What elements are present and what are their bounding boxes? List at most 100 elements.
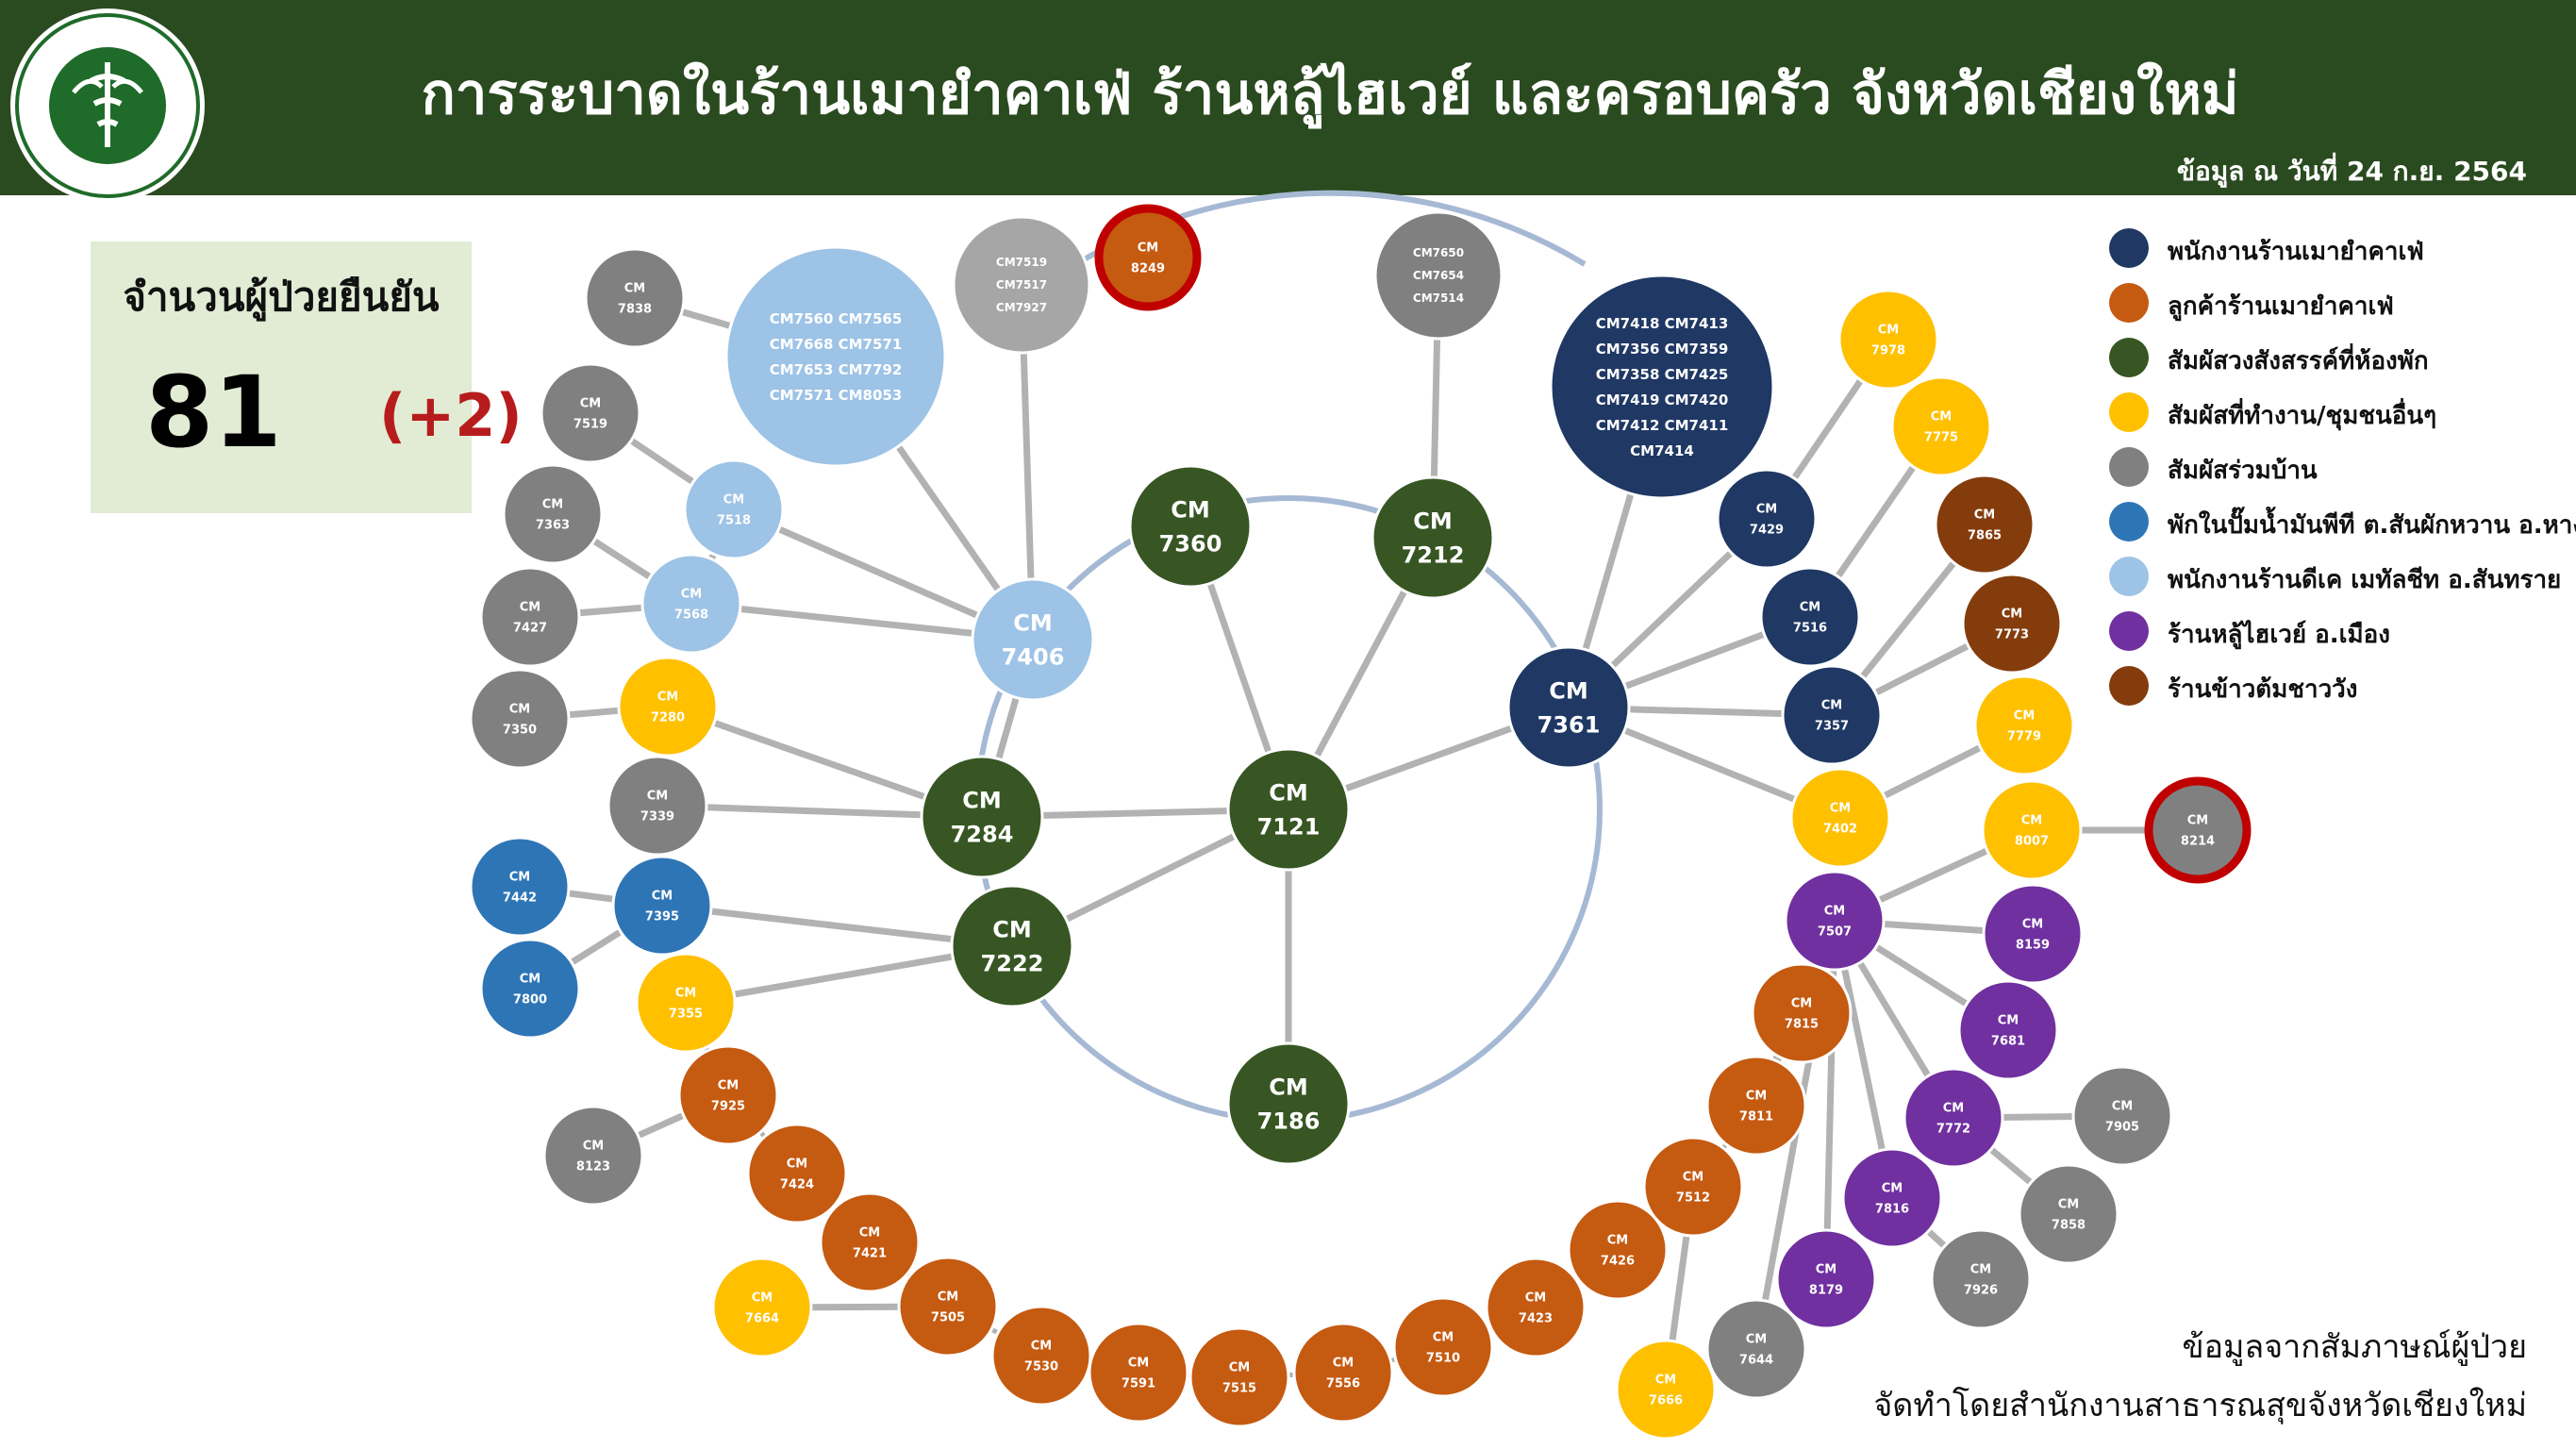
case-label: CM [2058, 1198, 2079, 1212]
case-label: 7925 [711, 1100, 745, 1114]
case-label: CM [2002, 608, 2022, 622]
legend-item-cafe-staff: พนักงานร้านเมายำคาเฟ่ [2109, 225, 2562, 272]
legend-dot [2109, 228, 2149, 268]
case-node-7339: CM 7339 [607, 755, 708, 857]
case-circle [819, 1191, 921, 1293]
case-circle [1373, 210, 1504, 341]
case-label: CM7356 CM7359 [1596, 341, 1729, 358]
case-circle [1957, 979, 2059, 1081]
case-label: 7519 [573, 418, 607, 432]
case-label: CM [1821, 699, 1842, 713]
case-label: CM [1683, 1171, 1703, 1185]
case-label: 7838 [618, 303, 652, 317]
case-node-7512: CM 7512 [1642, 1136, 1744, 1238]
confirmed-delta: (+2) [379, 381, 523, 450]
case-label: CM7571 CM8053 [770, 387, 903, 404]
case-label: CM [647, 790, 668, 804]
case-label: 7121 [1257, 813, 1321, 840]
legend-dot [2109, 447, 2149, 487]
case-circle [584, 247, 686, 349]
case-label: CM [787, 1158, 807, 1172]
legend-label: ร้านข้าวต้มชาววัง [2168, 675, 2358, 704]
case-label: 8123 [576, 1160, 610, 1174]
case-label: CM [752, 1291, 773, 1306]
case-circle [1567, 1199, 1669, 1301]
legend-label: พนักงานร้านดีเค เมทัลชีท อ.สันทราย [2168, 566, 2562, 594]
case-circle [2071, 1065, 2173, 1167]
case-label: CM [1816, 1263, 1836, 1277]
case-label: 7515 [1222, 1382, 1256, 1396]
case-label: 7516 [1793, 622, 1827, 636]
case-label: 7357 [1815, 720, 1849, 734]
case-circle [1903, 1067, 2004, 1169]
case-label: 7339 [640, 810, 674, 824]
case-label: CM [520, 973, 540, 987]
case-circle [1890, 375, 1992, 477]
case-label: CM [1229, 1361, 1250, 1375]
case-label: 8007 [2015, 835, 2049, 849]
case-label: 7518 [717, 514, 751, 528]
case-label: CM [859, 1226, 880, 1241]
case-label: CM [1269, 779, 1308, 806]
case-node-7515: CM 7515 [1188, 1326, 1290, 1428]
case-label: 7858 [2052, 1219, 2086, 1233]
case-label: 7507 [1818, 925, 1852, 940]
case-label: 7681 [1991, 1035, 2025, 1049]
case-label: 7505 [931, 1311, 965, 1325]
case-label: CM [652, 890, 673, 904]
case-circle [640, 553, 742, 655]
case-circle [677, 1044, 779, 1146]
case-label: CM [1882, 1182, 1903, 1196]
case-label: 7816 [1875, 1203, 1909, 1217]
case-circle [1716, 468, 1818, 570]
case-label: 7360 [1159, 530, 1222, 557]
case-label: CM [1269, 1074, 1308, 1100]
case-label: 7355 [669, 1008, 703, 1022]
case-circle [502, 463, 604, 565]
legend-label: ร้านหลู้ไฮเวย์ อ.เมือง [2168, 621, 2390, 649]
legend-dot [2109, 392, 2149, 432]
case-label: CM [1931, 410, 1952, 425]
case-label: CM [1031, 1340, 1052, 1354]
case-label: CM [992, 916, 1032, 942]
confirmed-count-box: จำนวนผู้ป่วยยืนยัน 81 (+2) [91, 242, 523, 513]
case-label: CM [962, 787, 1002, 813]
case-label: CM [681, 588, 702, 602]
case-label: CM7654 [1413, 269, 1464, 282]
case-label: CM [1974, 508, 1995, 523]
case-label: CM [1138, 242, 1158, 256]
case-circle [1751, 962, 1853, 1064]
case-label: 7905 [2105, 1121, 2139, 1135]
case-label: 7442 [503, 891, 537, 906]
case-label: CM [509, 703, 530, 717]
case-label: CM7650 [1413, 246, 1464, 259]
legend-dot [2109, 666, 2149, 706]
case-circle [1789, 767, 1891, 869]
case-node-7519: CM7519 [540, 362, 641, 464]
case-label: 7512 [1676, 1191, 1710, 1206]
case-circle [746, 1123, 848, 1224]
case-label: CM7358 CM7425 [1596, 366, 1729, 383]
case-label: CM [1525, 1291, 1546, 1306]
case-circle [611, 855, 713, 957]
case-label: 8159 [2016, 939, 2050, 953]
case-label: CM7419 CM7420 [1596, 391, 1729, 408]
case-circle [1784, 870, 1886, 972]
case-circle [1128, 464, 1253, 589]
case-circle [1615, 1339, 1717, 1441]
